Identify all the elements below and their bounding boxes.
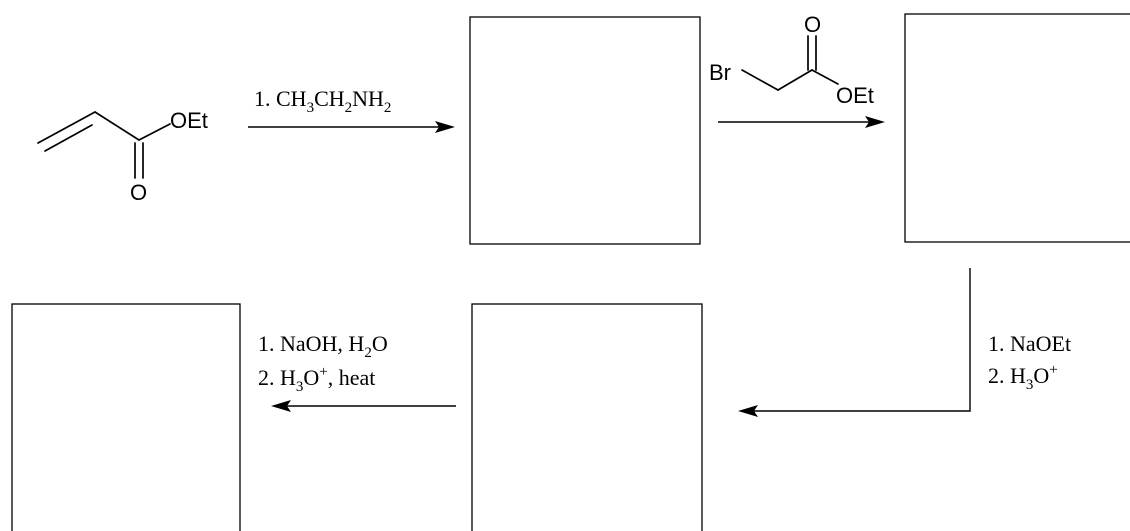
step3-reagent-line1: 1. NaOEt bbox=[988, 331, 1071, 356]
bromine-label: Br bbox=[709, 60, 731, 85]
answer-box-1[interactable] bbox=[469, 16, 701, 245]
ester-o-bond bbox=[811, 69, 839, 85]
ester-oet-label: OEt bbox=[836, 83, 874, 108]
br-ch2-bond bbox=[741, 69, 779, 91]
carbonyl-oxygen-label: O bbox=[804, 12, 821, 37]
ester-o-bond bbox=[138, 123, 171, 141]
arrowhead bbox=[435, 121, 455, 133]
alpha-carbon-bond bbox=[94, 111, 140, 141]
answer-box-2[interactable] bbox=[904, 13, 1130, 243]
step1-reagent-label: 1. CH3CH2NH2 bbox=[254, 86, 391, 116]
ethyl-bromoacetate-structure: Br O OEt bbox=[709, 12, 874, 108]
step1-arrow bbox=[248, 121, 455, 133]
step4-reagent-line2: 2. H3O+, heat bbox=[258, 364, 375, 395]
answer-box-4[interactable] bbox=[11, 303, 241, 531]
answer-box-3[interactable] bbox=[471, 303, 703, 531]
step2-arrow bbox=[718, 116, 885, 128]
ch2-carbonyl-bond bbox=[777, 69, 813, 91]
arrowhead bbox=[865, 116, 885, 128]
ester-oet-label: OEt bbox=[170, 108, 208, 133]
step4-reagent-line1: 1. NaOH, H2O bbox=[258, 331, 388, 361]
vinyl-double-bond-inner bbox=[44, 124, 93, 152]
arrowhead bbox=[738, 405, 758, 417]
step3-bent-arrow bbox=[738, 268, 971, 417]
step3-reagent-line2: 2. H3O+ bbox=[988, 362, 1058, 393]
carbonyl-oxygen-label: O bbox=[130, 180, 147, 205]
arrowhead bbox=[271, 400, 291, 412]
vinyl-double-bond-outer bbox=[37, 111, 96, 144]
step4-arrow bbox=[271, 400, 456, 412]
ethyl-acrylate-structure: OEt O bbox=[37, 108, 208, 205]
